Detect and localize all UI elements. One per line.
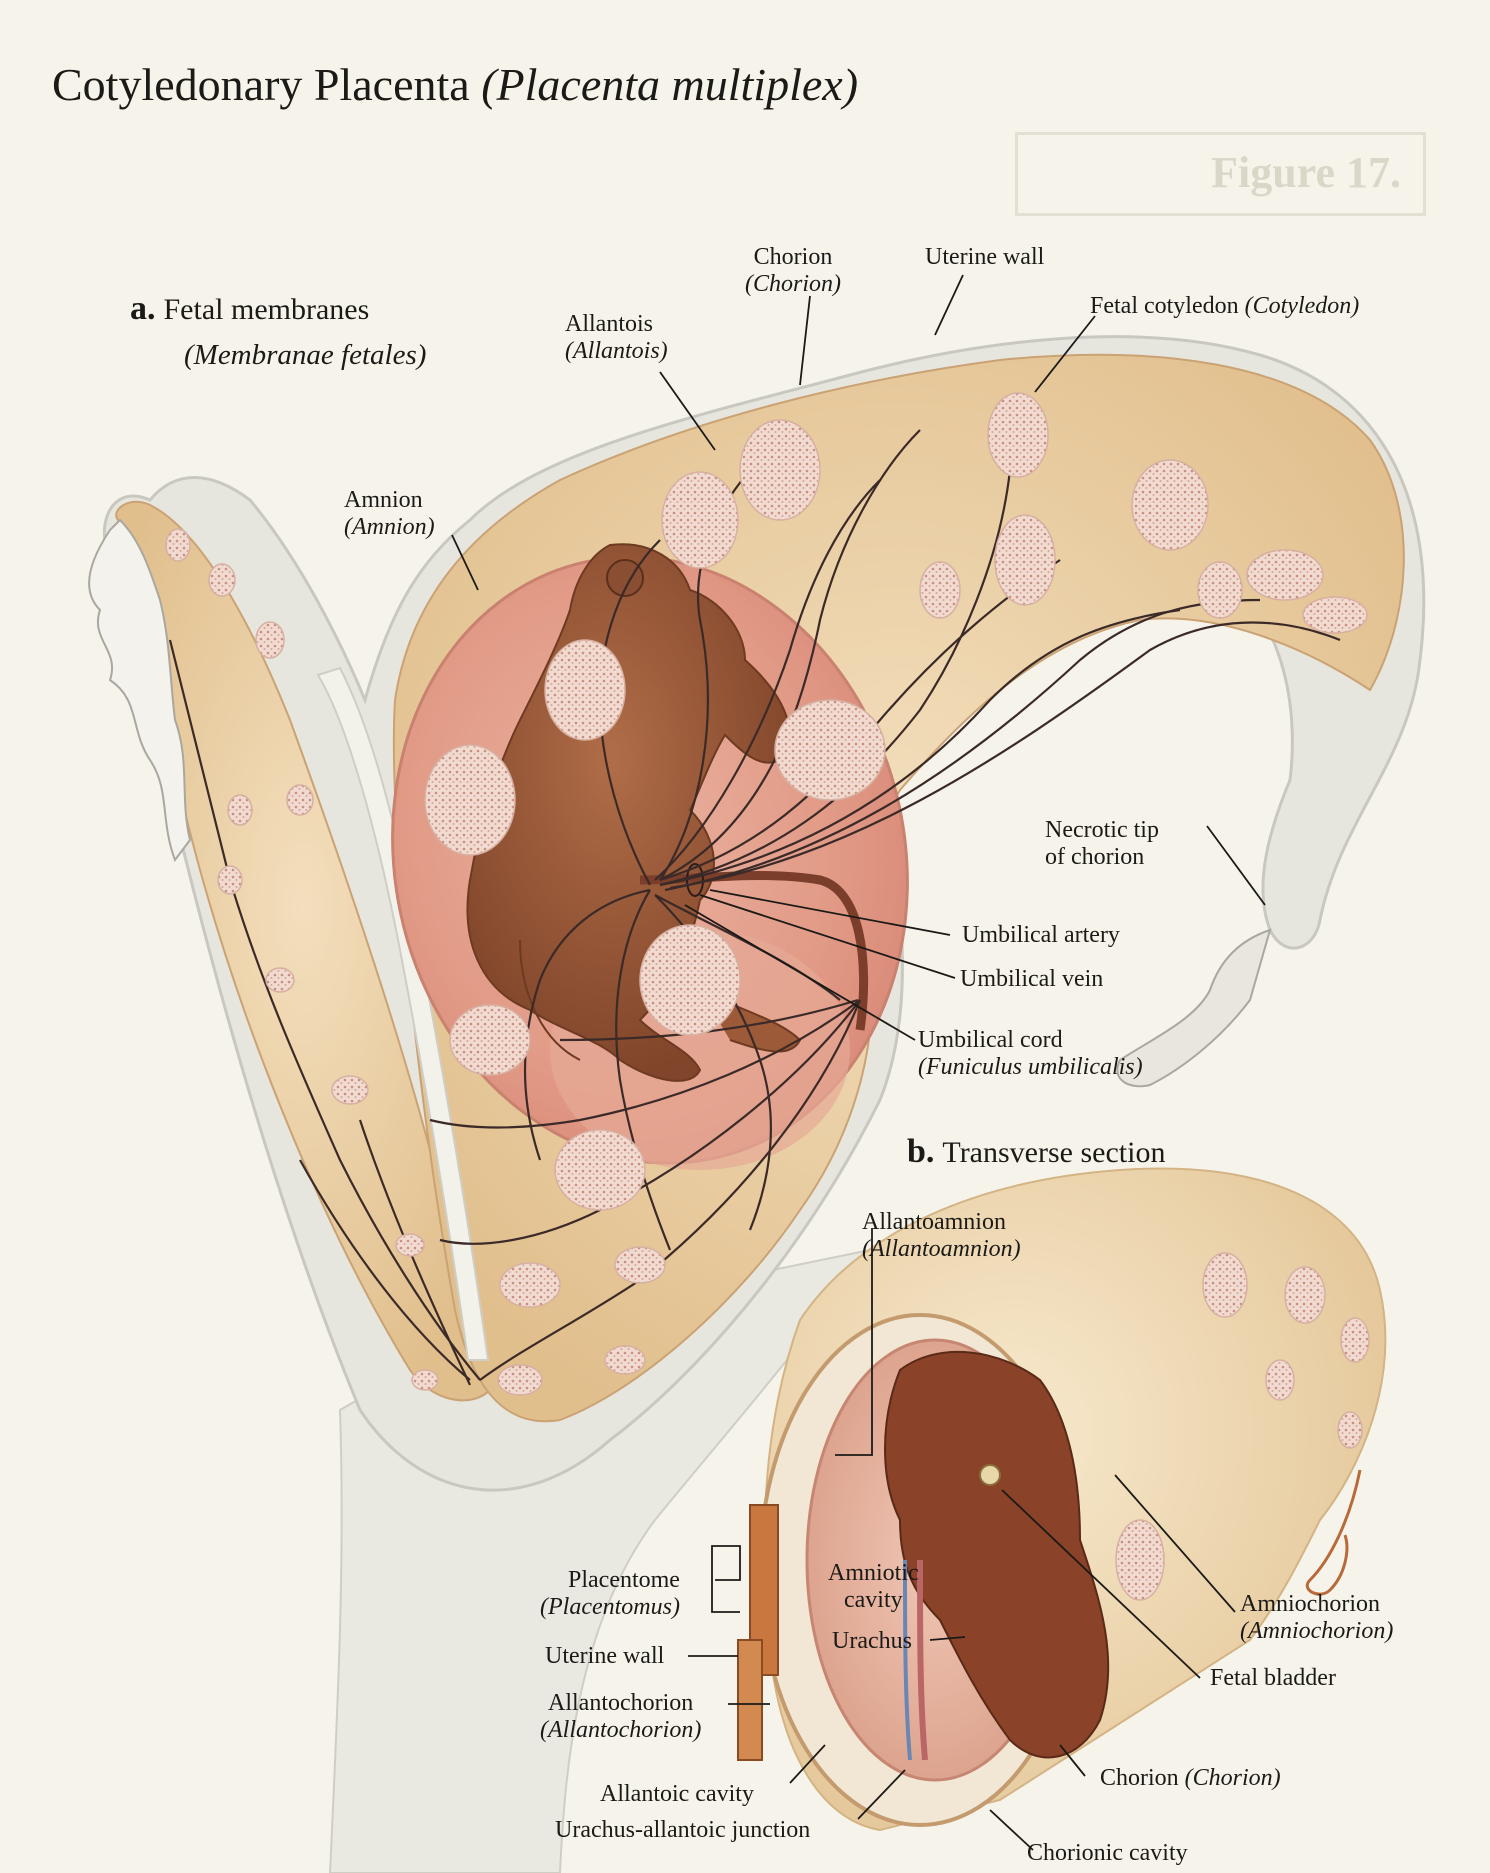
label-amniochorion-latin: (Amniochorion) — [1240, 1618, 1394, 1644]
label-fetal-cotyledon-text: Fetal cotyledon — [1090, 293, 1239, 319]
panel-b-letter: b. — [907, 1133, 935, 1170]
label-amnion-latin: (Amnion) — [344, 514, 435, 540]
label-allantoic-cavity: Allantoic cavity — [600, 1781, 754, 1807]
label-fetal-bladder: Fetal bladder — [1210, 1665, 1336, 1691]
label-allantoamnion-text: Allantoamnion — [862, 1209, 1006, 1235]
label-chorion-b-text: Chorion — [1100, 1765, 1179, 1791]
left-horn-tip — [88, 518, 192, 863]
label-amniotic-cavity-line1: Amniotic — [828, 1560, 919, 1586]
necrotic-tip — [1116, 928, 1272, 1088]
label-allantoamnion-latin: (Allantoamnion) — [862, 1236, 1021, 1262]
fetal-cotyledons — [165, 392, 1368, 1396]
panel-a-letter: a. — [130, 290, 156, 327]
page-title: Cotyledonary Placenta (Placenta multiple… — [52, 58, 858, 111]
panel-b-heading: b.Transverse section — [907, 1133, 1165, 1171]
figure-label: Figure 17. — [1211, 148, 1401, 197]
label-fetal-cotyledon: Fetal cotyledon (Cotyledon) — [1090, 293, 1359, 320]
transverse-section — [737, 1167, 1387, 1832]
label-chorion-b-latin: (Chorion) — [1184, 1765, 1281, 1791]
label-umbilical-artery: Umbilical artery — [962, 922, 1120, 948]
label-umbilical-cord-text: Umbilical cord — [918, 1027, 1063, 1053]
label-necrotic-tip-line1: Necrotic tip — [1045, 817, 1159, 843]
label-placentome-text: Placentome — [568, 1567, 680, 1593]
label-chorion-b: Chorion (Chorion) — [1100, 1765, 1281, 1792]
label-umbilical-cord-latin: (Funiculus umbilicalis) — [918, 1054, 1143, 1080]
label-necrotic-tip: Necrotic tip of chorion — [1045, 817, 1159, 871]
label-urachus-allantoic-junction: Urachus-allantoic junction — [555, 1817, 811, 1843]
label-amnion: Amnion (Amnion) — [344, 487, 435, 541]
label-umbilical-vein: Umbilical vein — [960, 966, 1104, 992]
label-allantochorion: Allantochorion (Allantochorion) — [540, 1690, 701, 1744]
label-allantoamnion: Allantoamnion (Allantoamnion) — [862, 1209, 1021, 1263]
label-chorionic-cavity: Chorionic cavity — [1027, 1840, 1188, 1866]
label-placentome-latin: (Placentomus) — [540, 1594, 680, 1620]
label-allantochorion-latin: (Allantochorion) — [540, 1717, 702, 1743]
panel-b-title: Transverse section — [942, 1136, 1166, 1169]
label-urachus: Urachus — [832, 1628, 912, 1654]
label-chorion-text: Chorion — [753, 244, 833, 270]
label-fetal-cotyledon-latin: (Cotyledon) — [1244, 293, 1360, 319]
figure-label-box: Figure 17. — [1015, 132, 1426, 216]
label-amniochorion: Amniochorion (Amniochorion) — [1240, 1591, 1393, 1645]
label-uterine-wall-b: Uterine wall — [545, 1643, 665, 1669]
title-latin: (Placenta multiplex) — [481, 59, 859, 110]
label-necrotic-tip-line2: of chorion — [1045, 844, 1145, 870]
umbilical-vessels — [168, 429, 1341, 1386]
label-amniochorion-text: Amniochorion — [1240, 1591, 1380, 1617]
label-amniotic-cavity: Amniotic cavity — [828, 1560, 919, 1614]
label-placentome: Placentome (Placentomus) — [540, 1567, 680, 1621]
title-main: Cotyledonary Placenta — [52, 59, 470, 110]
label-allantois-text: Allantois — [565, 311, 653, 337]
leader-lines — [451, 274, 1266, 1851]
panel-a-subtitle: (Membranae fetales) — [184, 339, 427, 371]
label-allantochorion-text: Allantochorion — [548, 1690, 694, 1716]
label-umbilical-cord: Umbilical cord (Funiculus umbilicalis) — [918, 1027, 1143, 1081]
label-amniotic-cavity-line2: cavity — [844, 1587, 903, 1613]
label-uterine-wall-a: Uterine wall — [925, 244, 1045, 270]
label-allantois: Allantois (Allantois) — [565, 311, 668, 365]
panel-a-heading: a.Fetal membranes — [130, 290, 369, 328]
label-amnion-text: Amnion — [344, 487, 423, 513]
label-chorion: Chorion (Chorion) — [745, 244, 841, 298]
panel-a-title: Fetal membranes — [163, 293, 370, 326]
label-allantois-latin: (Allantois) — [565, 338, 668, 364]
label-chorion-latin: (Chorion) — [745, 271, 841, 297]
